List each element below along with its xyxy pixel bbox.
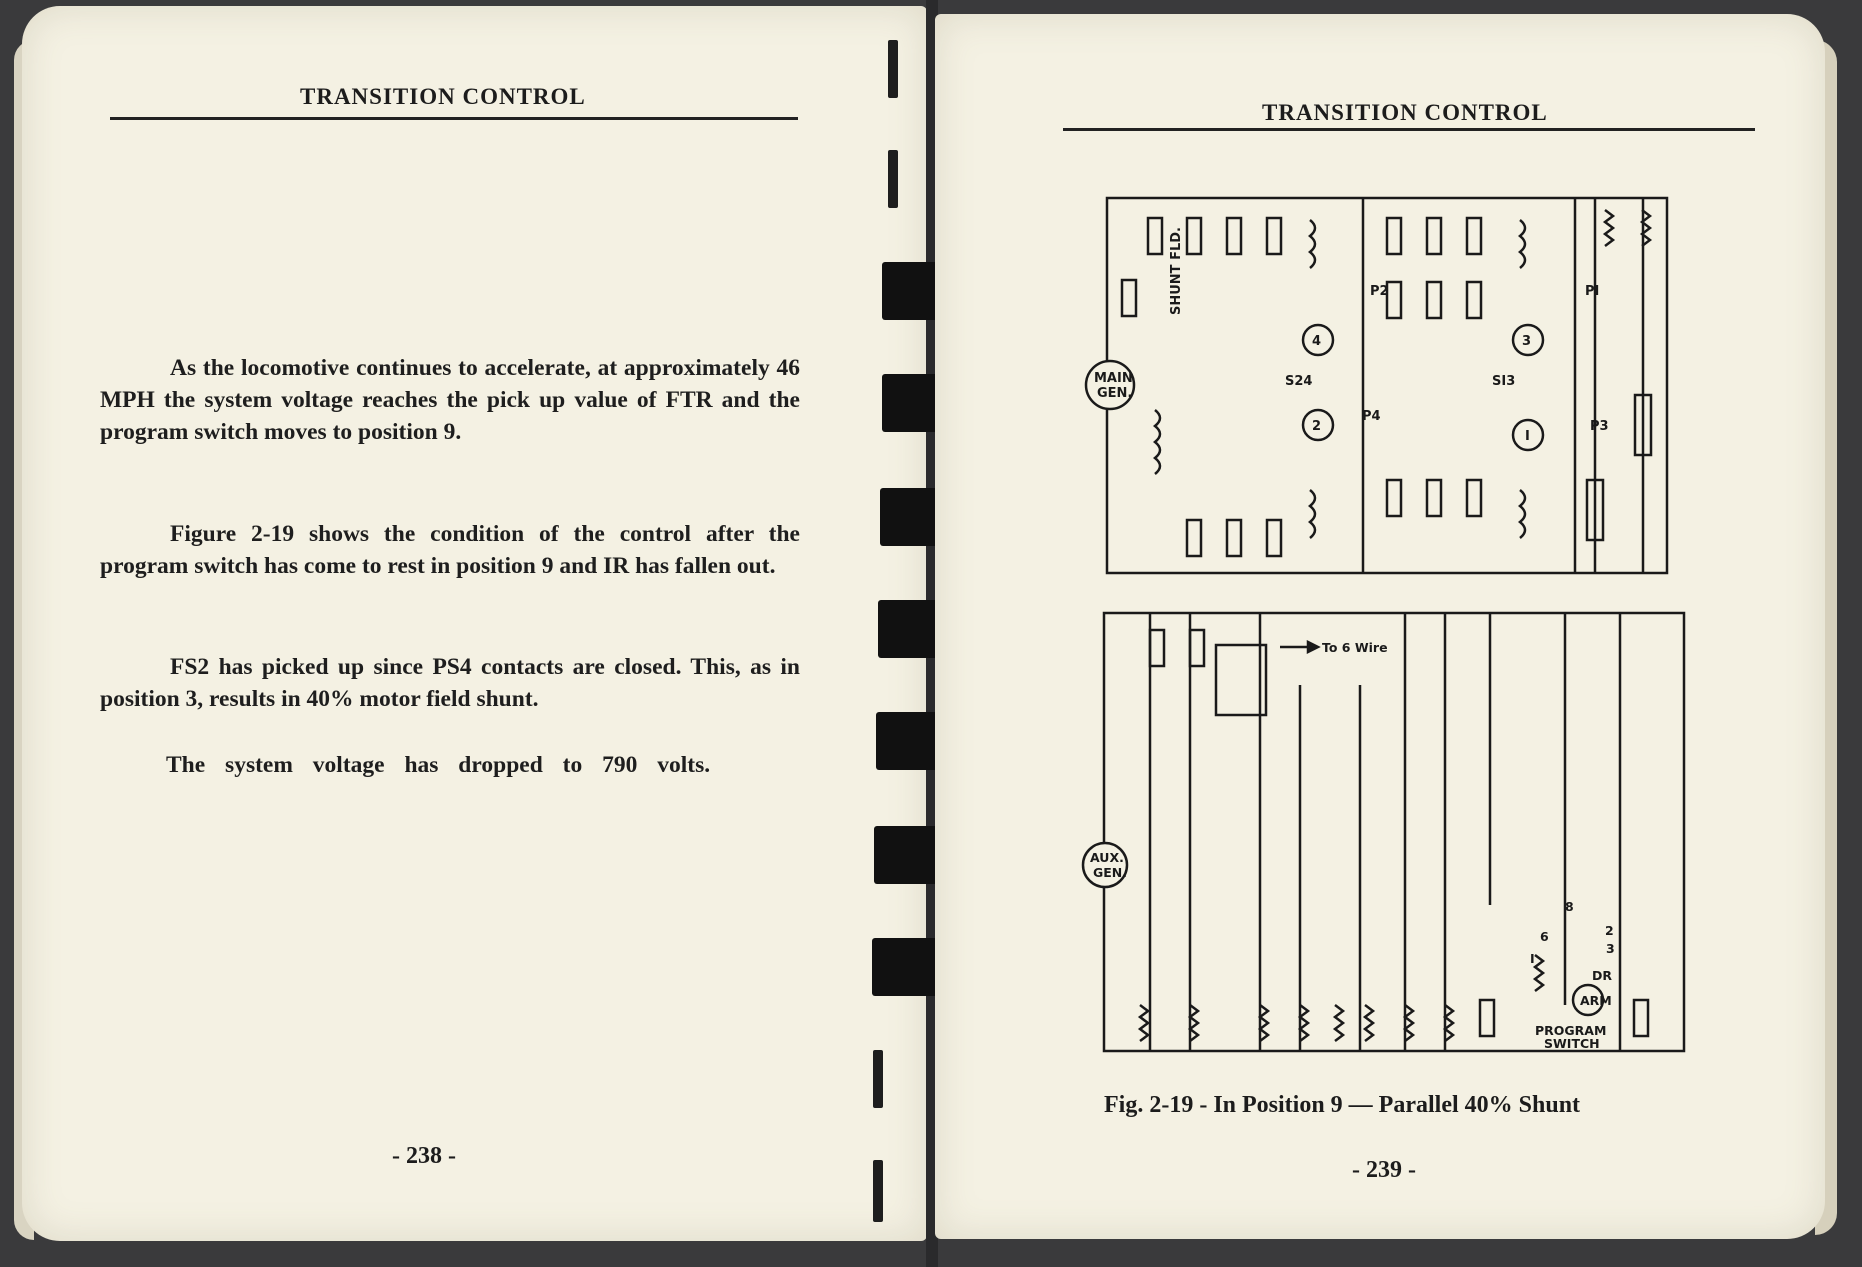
svg-text:8: 8 (1565, 899, 1574, 914)
svg-text:2: 2 (1312, 419, 1321, 434)
svg-text:P2: P2 (1370, 284, 1389, 299)
svg-text:AUX.: AUX. (1090, 850, 1124, 865)
binding-hole (873, 1050, 883, 1108)
svg-text:MAIN: MAIN (1094, 371, 1133, 386)
figure-caption: Fig. 2-19 - In Position 9 — Parallel 40%… (1104, 1092, 1581, 1118)
schematic-top: MAIN GEN. 4 2 3 I P2 PI P4 P3 S24 SI3 SH… (1084, 196, 1669, 575)
svg-text:I: I (1530, 951, 1535, 966)
svg-text:SWITCH: SWITCH (1544, 1036, 1600, 1051)
paragraph-1: As the locomotive continues to accelerat… (100, 355, 800, 445)
svg-text:SI3: SI3 (1492, 374, 1515, 389)
left-page (22, 6, 927, 1241)
svg-text:GEN.: GEN. (1093, 865, 1127, 880)
svg-text:P3: P3 (1590, 419, 1609, 434)
paragraph-3: FS2 has picked up since PS4 contacts are… (100, 654, 800, 712)
right-running-head: TRANSITION CONTROL (1262, 100, 1548, 125)
svg-text:To 6 Wire: To 6 Wire (1322, 640, 1388, 655)
svg-text:2: 2 (1605, 923, 1614, 938)
svg-text:PROGRAM: PROGRAM (1535, 1023, 1606, 1038)
paragraph-4: The system voltage has dropped to 790 vo… (166, 752, 711, 778)
svg-text:PI: PI (1585, 284, 1599, 299)
schematic-bottom: AUX. GEN. To 6 Wire ARM DR PROGRAM SWITC… (1081, 611, 1686, 1053)
svg-text:GEN.: GEN. (1097, 386, 1132, 401)
svg-text:DR: DR (1592, 968, 1612, 983)
paragraph-2: Figure 2-19 shows the condition of the c… (100, 521, 800, 579)
binding-hole (888, 150, 898, 208)
svg-text:SHUNT FLD.: SHUNT FLD. (1169, 227, 1184, 315)
binding-hole (888, 40, 898, 98)
binding-hole (873, 1160, 883, 1222)
right-page (935, 14, 1825, 1239)
svg-text:P4: P4 (1362, 409, 1381, 424)
left-head-rule (110, 117, 798, 120)
svg-text:ARM: ARM (1580, 993, 1612, 1008)
left-page-number: - 238 - (392, 1143, 456, 1169)
left-running-head: TRANSITION CONTROL (300, 84, 586, 109)
right-head-rule (1063, 128, 1755, 131)
svg-text:6: 6 (1540, 929, 1549, 944)
svg-text:S24: S24 (1285, 374, 1312, 389)
svg-text:3: 3 (1606, 941, 1615, 956)
svg-text:4: 4 (1312, 334, 1321, 349)
svg-text:I: I (1525, 429, 1530, 444)
svg-text:3: 3 (1522, 334, 1531, 349)
right-page-number: - 239 - (1352, 1157, 1416, 1183)
